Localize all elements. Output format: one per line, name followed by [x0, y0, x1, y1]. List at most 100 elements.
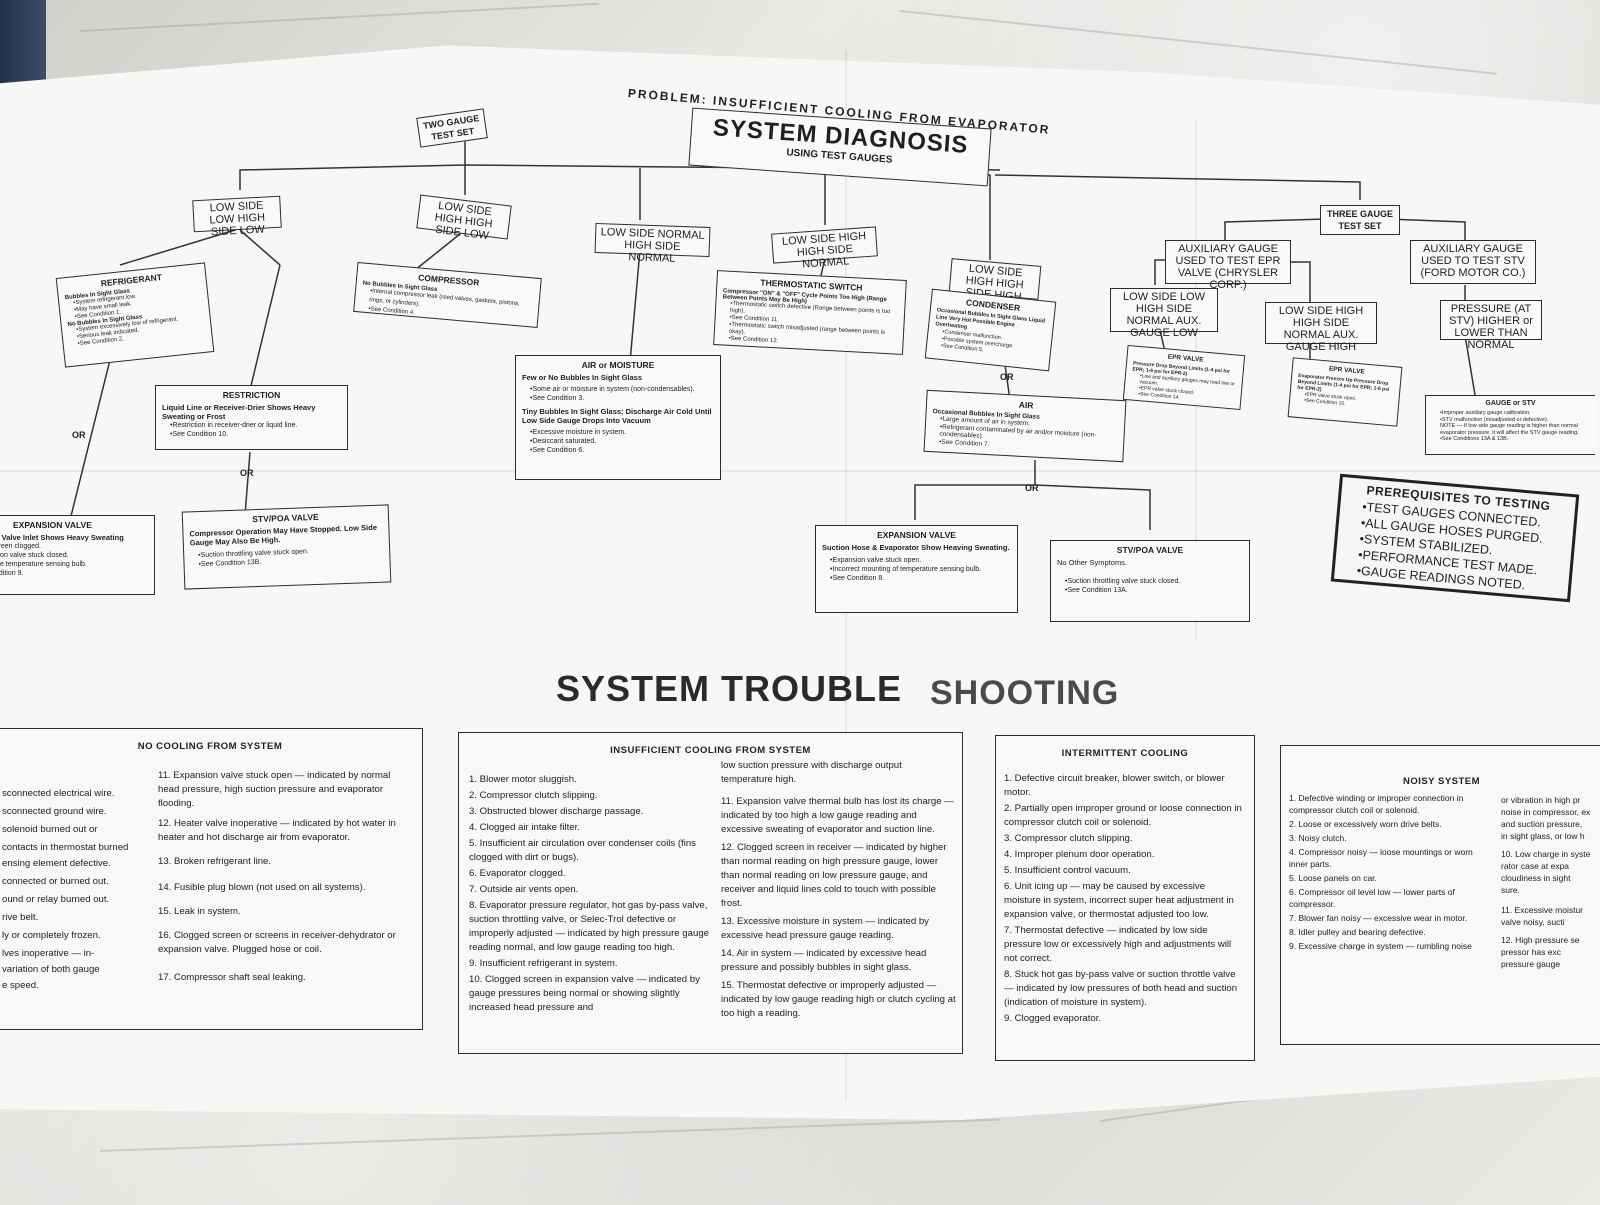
intermittent-2: 3. Compressor clutch slipping. [1004, 833, 1133, 844]
trouble-title-a: SYSTEM TROUBLE [556, 668, 903, 709]
insufficient-right-0: low suction pressure with discharge outp… [721, 760, 902, 785]
noisy-left-3: 4. Compressor noisy — loose mountings or… [1289, 847, 1473, 869]
epr-low-branch: LOW SIDE LOW HIGH SIDE NORMAL AUX. GAUGE… [1110, 288, 1218, 339]
expansion-left-l3: ive temperature sensing bulb. [0, 561, 87, 568]
condenser-box: CONDENSER Occasional Bubbles In Sight Gl… [924, 288, 1057, 372]
or-label-4: OR [1025, 483, 1039, 493]
noisy-right-7: sure. [1501, 885, 1520, 895]
air-moisture-l2: •See Condition 3. [530, 395, 585, 402]
air-box: AIR Occasional Bubbles In Sight Glass •L… [923, 389, 1127, 463]
intermittent-1: 2. Partially open improper ground or loo… [1004, 803, 1242, 828]
insufficient-left-3: 4. Clogged air intake filter. [469, 822, 580, 833]
epr-high-branch: LOW SIDE HIGH HIGH SIDE NORMAL AUX. GAUG… [1265, 302, 1377, 353]
or-label-3: OR [1000, 372, 1014, 382]
prerequisites-box: PREREQUISITES TO TESTING •TEST GAUGES CO… [1330, 473, 1580, 603]
no-cooling-box: NO COOLING FROM SYSTEM sconnected electr… [0, 728, 423, 1030]
epr-valve-2-box: EPR VALVE Evaporator Freezes Up Pressure… [1287, 357, 1403, 427]
insufficient-right-3: 13. Excessive moisture in system — indic… [721, 916, 929, 941]
noisy-right-10: 12. High pressure se [1501, 935, 1580, 945]
poster-fold-horizontal [0, 470, 1600, 472]
thermostatic-switch-box: THERMOSTATIC SWITCH Compressor "ON" & "O… [713, 270, 907, 355]
expansion-mid-sub: Suction Hose & Evaporator Show Heaving S… [822, 543, 1010, 552]
noisy-left-5: 6. Compressor oil level low — lower part… [1289, 887, 1455, 909]
noisy-right-12: pressure gauge [1501, 959, 1561, 969]
gauge-stv-l2: •STV malfunction (misadjusted or defecti… [1440, 416, 1549, 423]
noisy-right-2: and suction pressure, [1501, 819, 1583, 829]
insufficient-right-2: 12. Clogged screen in receiver — indicat… [721, 842, 947, 909]
air-moisture-l4: •Desiccant saturated. [530, 438, 597, 445]
insufficient-left-6: 7. Outside air vents open. [469, 884, 579, 895]
no-cooling-right-2: 13. Broken refrigerant line. [158, 856, 272, 867]
noisy-right-4: 10. Low charge in syste [1501, 849, 1591, 859]
no-cooling-right-4: 15. Leak in system. [158, 906, 241, 917]
gauge-stv-box: GAUGE or STV •Improper auxiliary gauge c… [1425, 395, 1595, 455]
insufficient-heading: INSUFFICIENT COOLING FROM SYSTEM [610, 745, 811, 756]
noisy-system-box: NOISY SYSTEM 1. Defective winding or imp… [1280, 745, 1600, 1045]
expansion-left-l4: ndition 9. [0, 570, 24, 577]
intermittent-heading: INTERMITTENT COOLING [1061, 748, 1189, 759]
restriction-l1: •Restriction in receiver-drier or liquid… [170, 422, 298, 429]
intermittent-8: 9. Clogged evaporator. [1004, 1013, 1102, 1024]
noisy-right-1: noise in compressor, ex [1501, 807, 1591, 817]
or-label-2: OR [240, 468, 254, 478]
branch-normal-normal: LOW SIDE NORMAL HIGH SIDE NORMAL [594, 223, 711, 265]
no-cooling-left-1: sconnected ground wire. [2, 806, 107, 817]
intermittent-3: 4. Improper plenum door operation. [1004, 849, 1155, 860]
air-moisture-l3: •Excessive moisture in system. [530, 429, 627, 436]
noisy-right-9: valve noisy, sucti [1501, 917, 1565, 927]
restriction-box: RESTRICTION Liquid Line or Receiver-Drie… [155, 385, 348, 450]
no-cooling-left-12: e speed. [2, 980, 39, 991]
intermittent-4: 5. Insufficient control vacuum. [1004, 865, 1131, 876]
stv-mid-l1: •Suction throttling valve stuck closed. [1065, 578, 1181, 585]
aux-gauge-stv: AUXILIARY GAUGE USED TO TEST STV (FORD M… [1410, 240, 1536, 284]
air-moisture-l1: •Some air or moisture in system (non-con… [530, 386, 695, 393]
epr-valve-1-box: EPR VALVE Pressure Drop Beyond Limits (1… [1122, 344, 1246, 411]
insufficient-left-7: 8. Evaporator pressure regulator, hot ga… [469, 900, 709, 953]
noisy-left-4: 5. Loose panels on car. [1289, 873, 1377, 883]
noisy-left-8: 9. Excessive charge in system — rumbling… [1289, 941, 1472, 951]
insufficient-left-8: 9. Insufficient refrigerant in system. [469, 958, 618, 969]
no-cooling-left-9: ly or completely frozen. [2, 930, 101, 941]
stv-mid-heading: STV/POA VALVE [1116, 545, 1184, 555]
insufficient-left-9: 10. Clogged screen in expansion valve — … [469, 974, 700, 1013]
stv-mid-sub: No Other Symptoms. [1057, 558, 1128, 567]
noisy-heading: NOISY SYSTEM [1402, 776, 1481, 787]
expansion-left-l2: sion valve stuck closed. [0, 552, 69, 559]
intermittent-7: 8. Stuck hot gas by-pass valve or suctio… [1004, 969, 1238, 1008]
expansion-left-l1: creen clogged. [0, 543, 41, 550]
stv-valve-mid-box: STV/POA VALVE No Other Symptoms. •Suctio… [1050, 540, 1250, 622]
intermittent-6: 7. Thermostat defective — indicated by l… [1004, 925, 1232, 964]
noisy-right-8: 11. Excessive moistur [1501, 905, 1584, 915]
restriction-heading: RESTRICTION [222, 390, 281, 400]
insufficient-left-5: 6. Evaporator clogged. [469, 868, 566, 879]
noisy-left-6: 7. Blower fan noisy — excessive wear in … [1289, 913, 1468, 923]
no-cooling-left-10: lves inoperative — in- [2, 948, 95, 959]
noisy-right-0: or vibration in high pr [1501, 795, 1581, 805]
expansion-left-heading: EXPANSION VALVE [13, 520, 92, 530]
no-cooling-left-11: variation of both gauge [2, 964, 100, 975]
gauge-stv-l4: •See Conditions 13A & 13B. [1440, 436, 1509, 442]
intermittent-5: 6. Unit icing up — may be caused by exce… [1004, 881, 1234, 920]
noisy-right-3: in sight glass, or low h [1501, 831, 1585, 841]
noisy-left-2: 3. Noisy clutch. [1289, 833, 1347, 843]
no-cooling-left-2: solenoid burned out or [2, 824, 98, 835]
expansion-mid-l3: •See Condition 8. [830, 575, 885, 582]
insufficient-right-4: 14. Air in system — indicated by excessi… [721, 948, 927, 973]
air-moisture-box: AIR or MOISTURE Few or No Bubbles In Sig… [515, 355, 721, 480]
refrigerant-box: REFRIGERANT Bubbles In Sight Glass •Syst… [55, 262, 215, 368]
gauge-stv-heading: GAUGE or STV [1485, 400, 1536, 407]
no-cooling-right-6: 17. Compressor shaft seal leaking. [158, 972, 306, 983]
or-label-1: OR [72, 430, 86, 440]
stv-left-sub: Compressor Operation May Have Stopped. L… [189, 522, 378, 548]
air-moisture-l5: •See Condition 6. [530, 447, 585, 454]
trouble-title-b: SHOOTING [930, 674, 1120, 712]
branch-low-low: LOW SIDE LOW HIGH SIDE LOW [192, 195, 282, 238]
insufficient-right-1: 11. Expansion valve thermal bulb has los… [721, 796, 954, 835]
expansion-valve-left-box: EXPANSION VALVE n Valve Inlet Shows Heav… [0, 515, 155, 595]
gauge-stv-l3: NOTE — If low side gauge reading is high… [1440, 423, 1579, 436]
three-gauge-test-set: THREE GAUGE TEST SET [1320, 205, 1400, 235]
intermittent-cooling-box: INTERMITTENT COOLING 1. Defective circui… [995, 735, 1255, 1061]
insufficient-cooling-box: INSUFFICIENT COOLING FROM SYSTEM 1. Blow… [458, 732, 963, 1054]
aux-gauge-epr: AUXILIARY GAUGE USED TO TEST EPR VALVE (… [1165, 240, 1291, 291]
no-cooling-heading: NO COOLING FROM SYSTEM [137, 741, 283, 752]
